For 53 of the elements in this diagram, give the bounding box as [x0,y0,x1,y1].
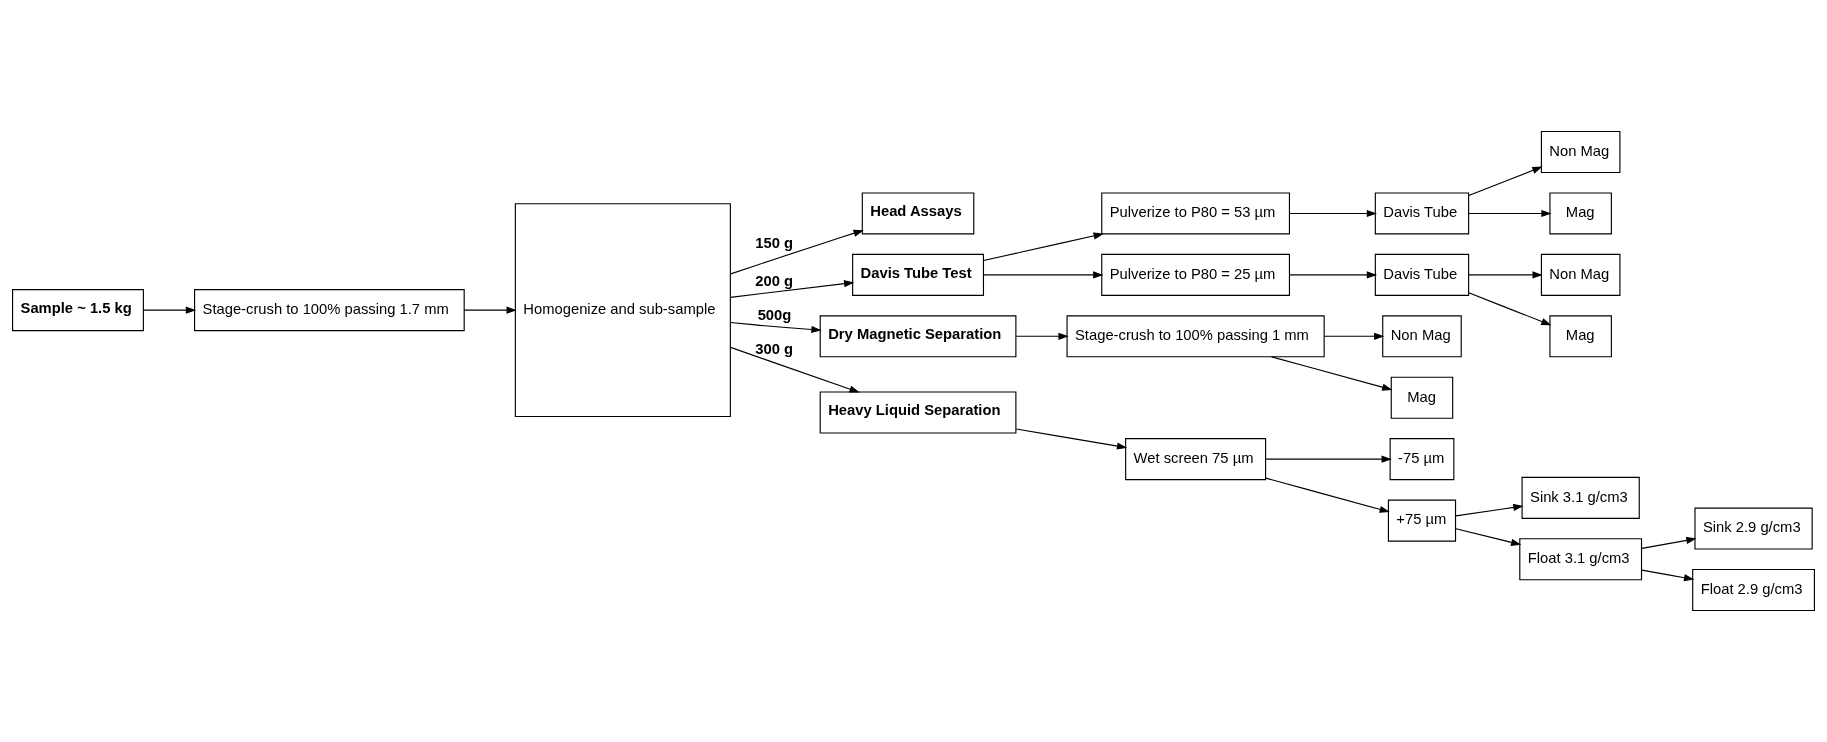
node-box: Mag [1549,315,1612,358]
arrow [143,306,197,314]
node-box: Davis Tube [1374,192,1470,235]
node-box: Mag [1549,192,1612,235]
edge-label: 150 g [755,235,794,252]
node-box: Wet screen 75 µm [1125,438,1267,481]
arrow [1288,209,1378,218]
node-box: Homogenize and sub-sample [514,203,731,418]
node-box: +75 µm [1387,499,1457,542]
arrow [983,232,1104,262]
arrow [1468,292,1552,326]
arrow [1468,166,1543,197]
arrow [1323,332,1385,340]
node-box: -75 µm [1389,438,1455,481]
node-box: Sink 2.9 g/cm3 [1694,507,1813,550]
node-box: Stage-crush to 100% passing 1 mm [1066,315,1325,358]
node-box: Dry Magnetic Separation [819,315,1017,358]
arrow [1468,209,1552,218]
node-box: Float 3.1 g/cm3 [1519,538,1643,581]
node-box: Sample ~ 1.5 kg [12,289,144,332]
edge-label: 200 g [755,272,794,289]
arrow [1265,455,1392,463]
arrow [730,229,864,275]
arrow [1641,536,1697,549]
arrow [1455,503,1524,517]
node-box: Davis Tube Test [852,253,985,296]
arrow [463,306,517,314]
node-box: Pulverize to P80 = 25 µm [1101,253,1290,296]
arrow [1271,356,1393,391]
arrow [1641,569,1695,582]
edge-label: 300 g [755,340,794,357]
arrow [1468,271,1543,279]
node-box: Stage-crush to 100% passing 1.7 mm [194,289,465,332]
arrow [1288,271,1378,279]
arrow [729,321,822,334]
arrow [1015,332,1069,340]
arrow [1455,528,1522,546]
arrow [983,271,1104,279]
node-box: Non Mag [1540,131,1621,174]
edge-label: 500g [757,306,792,323]
node-box: Non Mag [1540,253,1621,296]
node-box: Mag [1390,376,1454,419]
node-box: Head Assays [861,192,975,235]
arrow [730,280,855,298]
node-box: Float 2.9 g/cm3 [1692,568,1815,612]
node-box: Sink 3.1 g/cm3 [1521,476,1640,519]
node-box: Non Mag [1382,315,1462,358]
arrow [1015,428,1128,450]
node-box: Heavy Liquid Separation [819,391,1017,434]
arrow [730,346,860,393]
node-box: Davis Tube [1374,253,1470,296]
node-box: Pulverize to P80 = 53 µm [1101,192,1290,235]
arrow [1265,477,1390,513]
